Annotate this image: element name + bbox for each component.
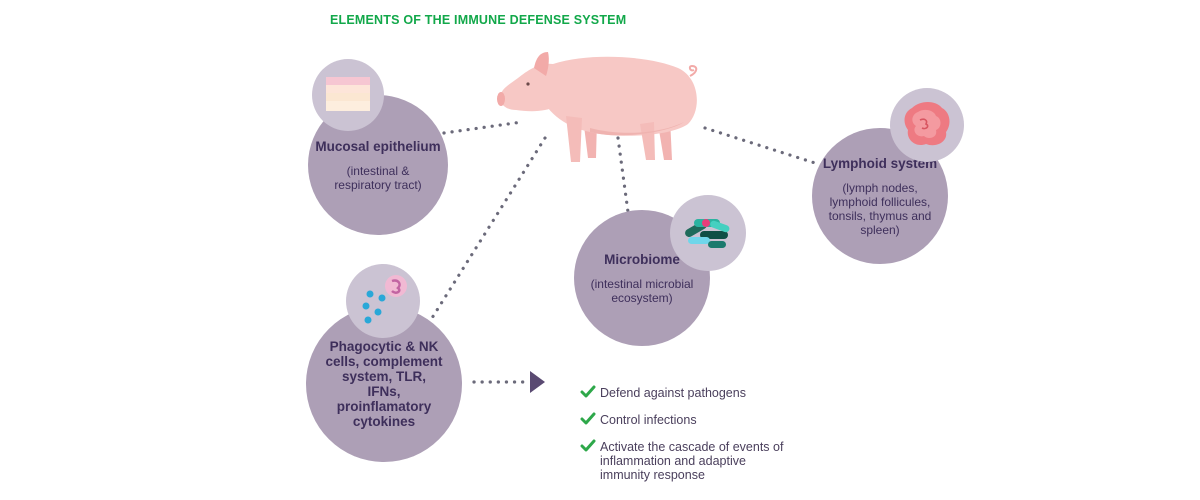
outcome-text: Control infections	[600, 413, 697, 427]
node-description: (intestinal & respiratory tract)	[334, 163, 422, 192]
immune-cells-icon	[362, 275, 407, 324]
outcome-item: Activate the cascade of events of inflam…	[580, 439, 790, 482]
check-icon	[580, 385, 596, 398]
outcome-text: Activate the cascade of events of inflam…	[600, 440, 784, 482]
node-title: Mucosal epithelium	[315, 138, 441, 154]
connector-microbiome	[616, 136, 630, 214]
connector-lymphoid	[703, 126, 817, 165]
pig-icon	[497, 52, 698, 162]
check-icon	[580, 439, 596, 452]
node-description: (intestinal microbial ecosystem)	[590, 276, 694, 305]
bacteria-icon	[685, 219, 730, 248]
diagram-title: ELEMENTS OF THE IMMUNE DEFENSE SYSTEM	[330, 13, 627, 27]
connector-mucosal	[442, 120, 524, 135]
connector-phagocytic	[430, 136, 547, 320]
node-title: Lymphoid system	[822, 155, 938, 171]
outcomes-list: Defend against pathogens Control infecti…	[580, 385, 840, 495]
immune-cells-badge	[346, 264, 420, 338]
node-title: Phagocytic & NK cells, complement system…	[325, 339, 443, 429]
node-description: (lymph nodes, lymphoid follicules, tonsi…	[828, 180, 932, 237]
outcome-text: Defend against pathogens	[600, 386, 746, 400]
outcome-item: Control infections	[580, 412, 840, 427]
bacteria-badge	[670, 195, 746, 271]
tissue-layers-badge	[312, 59, 384, 131]
check-icon	[580, 412, 596, 425]
tissue-layers-icon	[326, 77, 370, 111]
lymph-node-icon	[904, 102, 950, 146]
outcome-item: Defend against pathogens	[580, 385, 840, 400]
lymph-node-badge	[890, 88, 964, 162]
arrow-head-icon	[530, 371, 545, 393]
node-title: Microbiome	[604, 251, 680, 267]
